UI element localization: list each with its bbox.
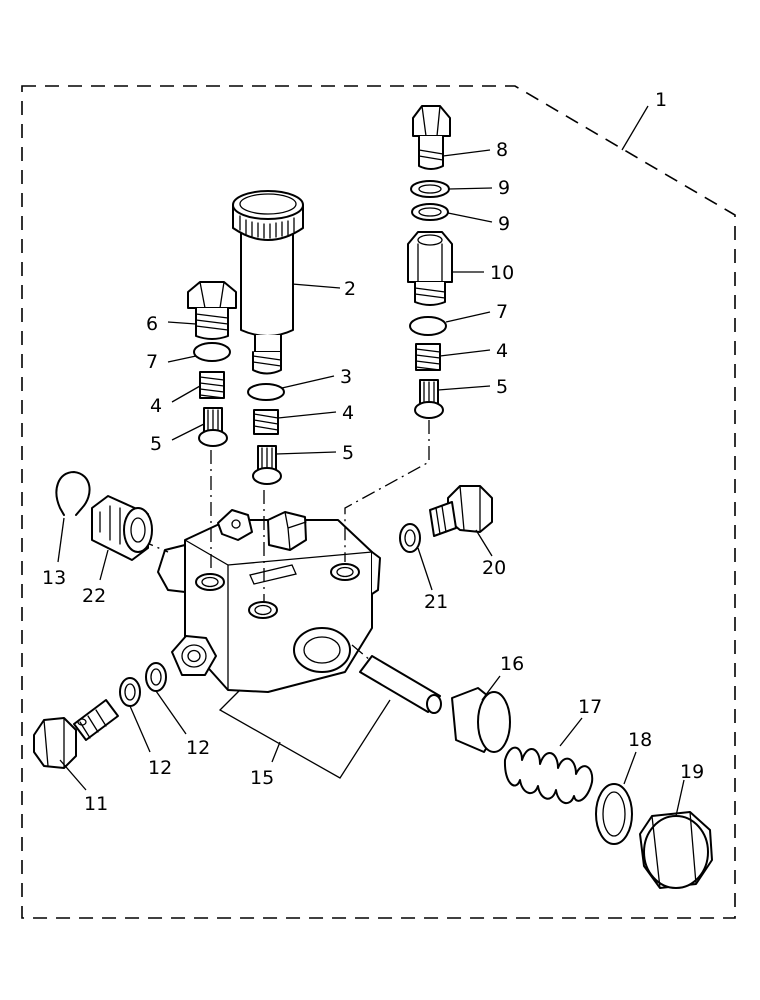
piston-spring [503, 746, 594, 805]
leader-17 [559, 717, 583, 747]
callout-4a: 4 [150, 395, 162, 417]
piston [451, 687, 511, 753]
callout-12b: 12 [186, 737, 210, 759]
banjo-bolt-11 [33, 699, 119, 769]
callout-4b: 4 [342, 402, 354, 424]
callout-4c: 4 [496, 340, 508, 362]
callout-12a: 12 [148, 757, 172, 779]
plug-19 [639, 811, 713, 889]
leader-4c [439, 349, 491, 357]
callout-22: 22 [82, 585, 106, 607]
leader-9a [448, 187, 493, 190]
o-ring-center [247, 383, 285, 401]
leader-5b [275, 451, 337, 455]
leader-19 [675, 779, 685, 817]
callout-16: 16 [500, 653, 524, 675]
leader-12a [129, 705, 151, 753]
leader-4a [171, 385, 201, 403]
washer-9-upper [410, 180, 450, 198]
leader-20 [475, 529, 493, 557]
fitting-10 [407, 231, 453, 306]
valve-left [198, 407, 228, 447]
spring-right [415, 343, 441, 371]
leader-21 [417, 547, 433, 591]
washer-9-lower [411, 203, 449, 221]
assembly-boundary [21, 85, 736, 919]
callout-7a: 7 [146, 351, 158, 373]
washer-12-b [145, 662, 167, 692]
leader-5c [437, 385, 491, 391]
leader-7a [167, 355, 197, 363]
leader-16 [481, 675, 501, 701]
callout-10: 10 [490, 262, 514, 284]
spring-left [199, 371, 225, 399]
callout-5a: 5 [150, 433, 162, 455]
callout-11: 11 [84, 793, 108, 815]
callout-5c: 5 [496, 376, 508, 398]
leader-8 [442, 149, 491, 157]
callout-3: 3 [340, 366, 352, 388]
gasket-18 [595, 783, 633, 845]
leader-18 [623, 751, 637, 785]
leader-6 [167, 321, 197, 325]
callout-9a: 9 [498, 177, 510, 199]
callout-7b: 7 [496, 301, 508, 323]
leader-22 [99, 549, 109, 581]
callout-18: 18 [628, 729, 652, 751]
callout-1: 1 [655, 89, 667, 111]
leader-5a [171, 423, 205, 441]
callout-6: 6 [146, 313, 158, 335]
leader-2 [291, 283, 341, 289]
callout-8: 8 [496, 139, 508, 161]
washer-12-a [119, 677, 141, 707]
callout-21: 21 [424, 591, 448, 613]
callout-17: 17 [578, 696, 602, 718]
callout-9b: 9 [498, 213, 510, 235]
leader-1 [621, 105, 649, 151]
eye-bolt-20 [429, 485, 493, 537]
leader-11 [59, 759, 87, 791]
leader-15 [218, 689, 391, 779]
spring-center [253, 409, 279, 435]
pump-body [157, 509, 381, 693]
o-ring-right [409, 316, 447, 336]
leader-7b [445, 311, 491, 323]
valve-right [414, 379, 444, 419]
leader-12b [155, 690, 187, 735]
leader-3 [281, 375, 335, 389]
callout-19: 19 [680, 761, 704, 783]
callout-2: 2 [344, 278, 356, 300]
push-rod [359, 655, 442, 714]
callout-15: 15 [250, 767, 274, 789]
washer-21 [399, 523, 421, 553]
plug-left [187, 281, 237, 340]
valve-center [252, 445, 282, 485]
leader-9b [447, 212, 493, 223]
hand-primer-pump [232, 190, 304, 375]
callout-13: 13 [42, 567, 66, 589]
callout-5b: 5 [342, 442, 354, 464]
banjo-bolt-right [412, 105, 451, 170]
callout-20: 20 [482, 557, 506, 579]
o-ring-left [193, 342, 231, 362]
leader-4b [277, 411, 337, 419]
leader-13 [57, 517, 65, 563]
snap-ring [55, 471, 91, 516]
strainer-cap [91, 495, 153, 561]
